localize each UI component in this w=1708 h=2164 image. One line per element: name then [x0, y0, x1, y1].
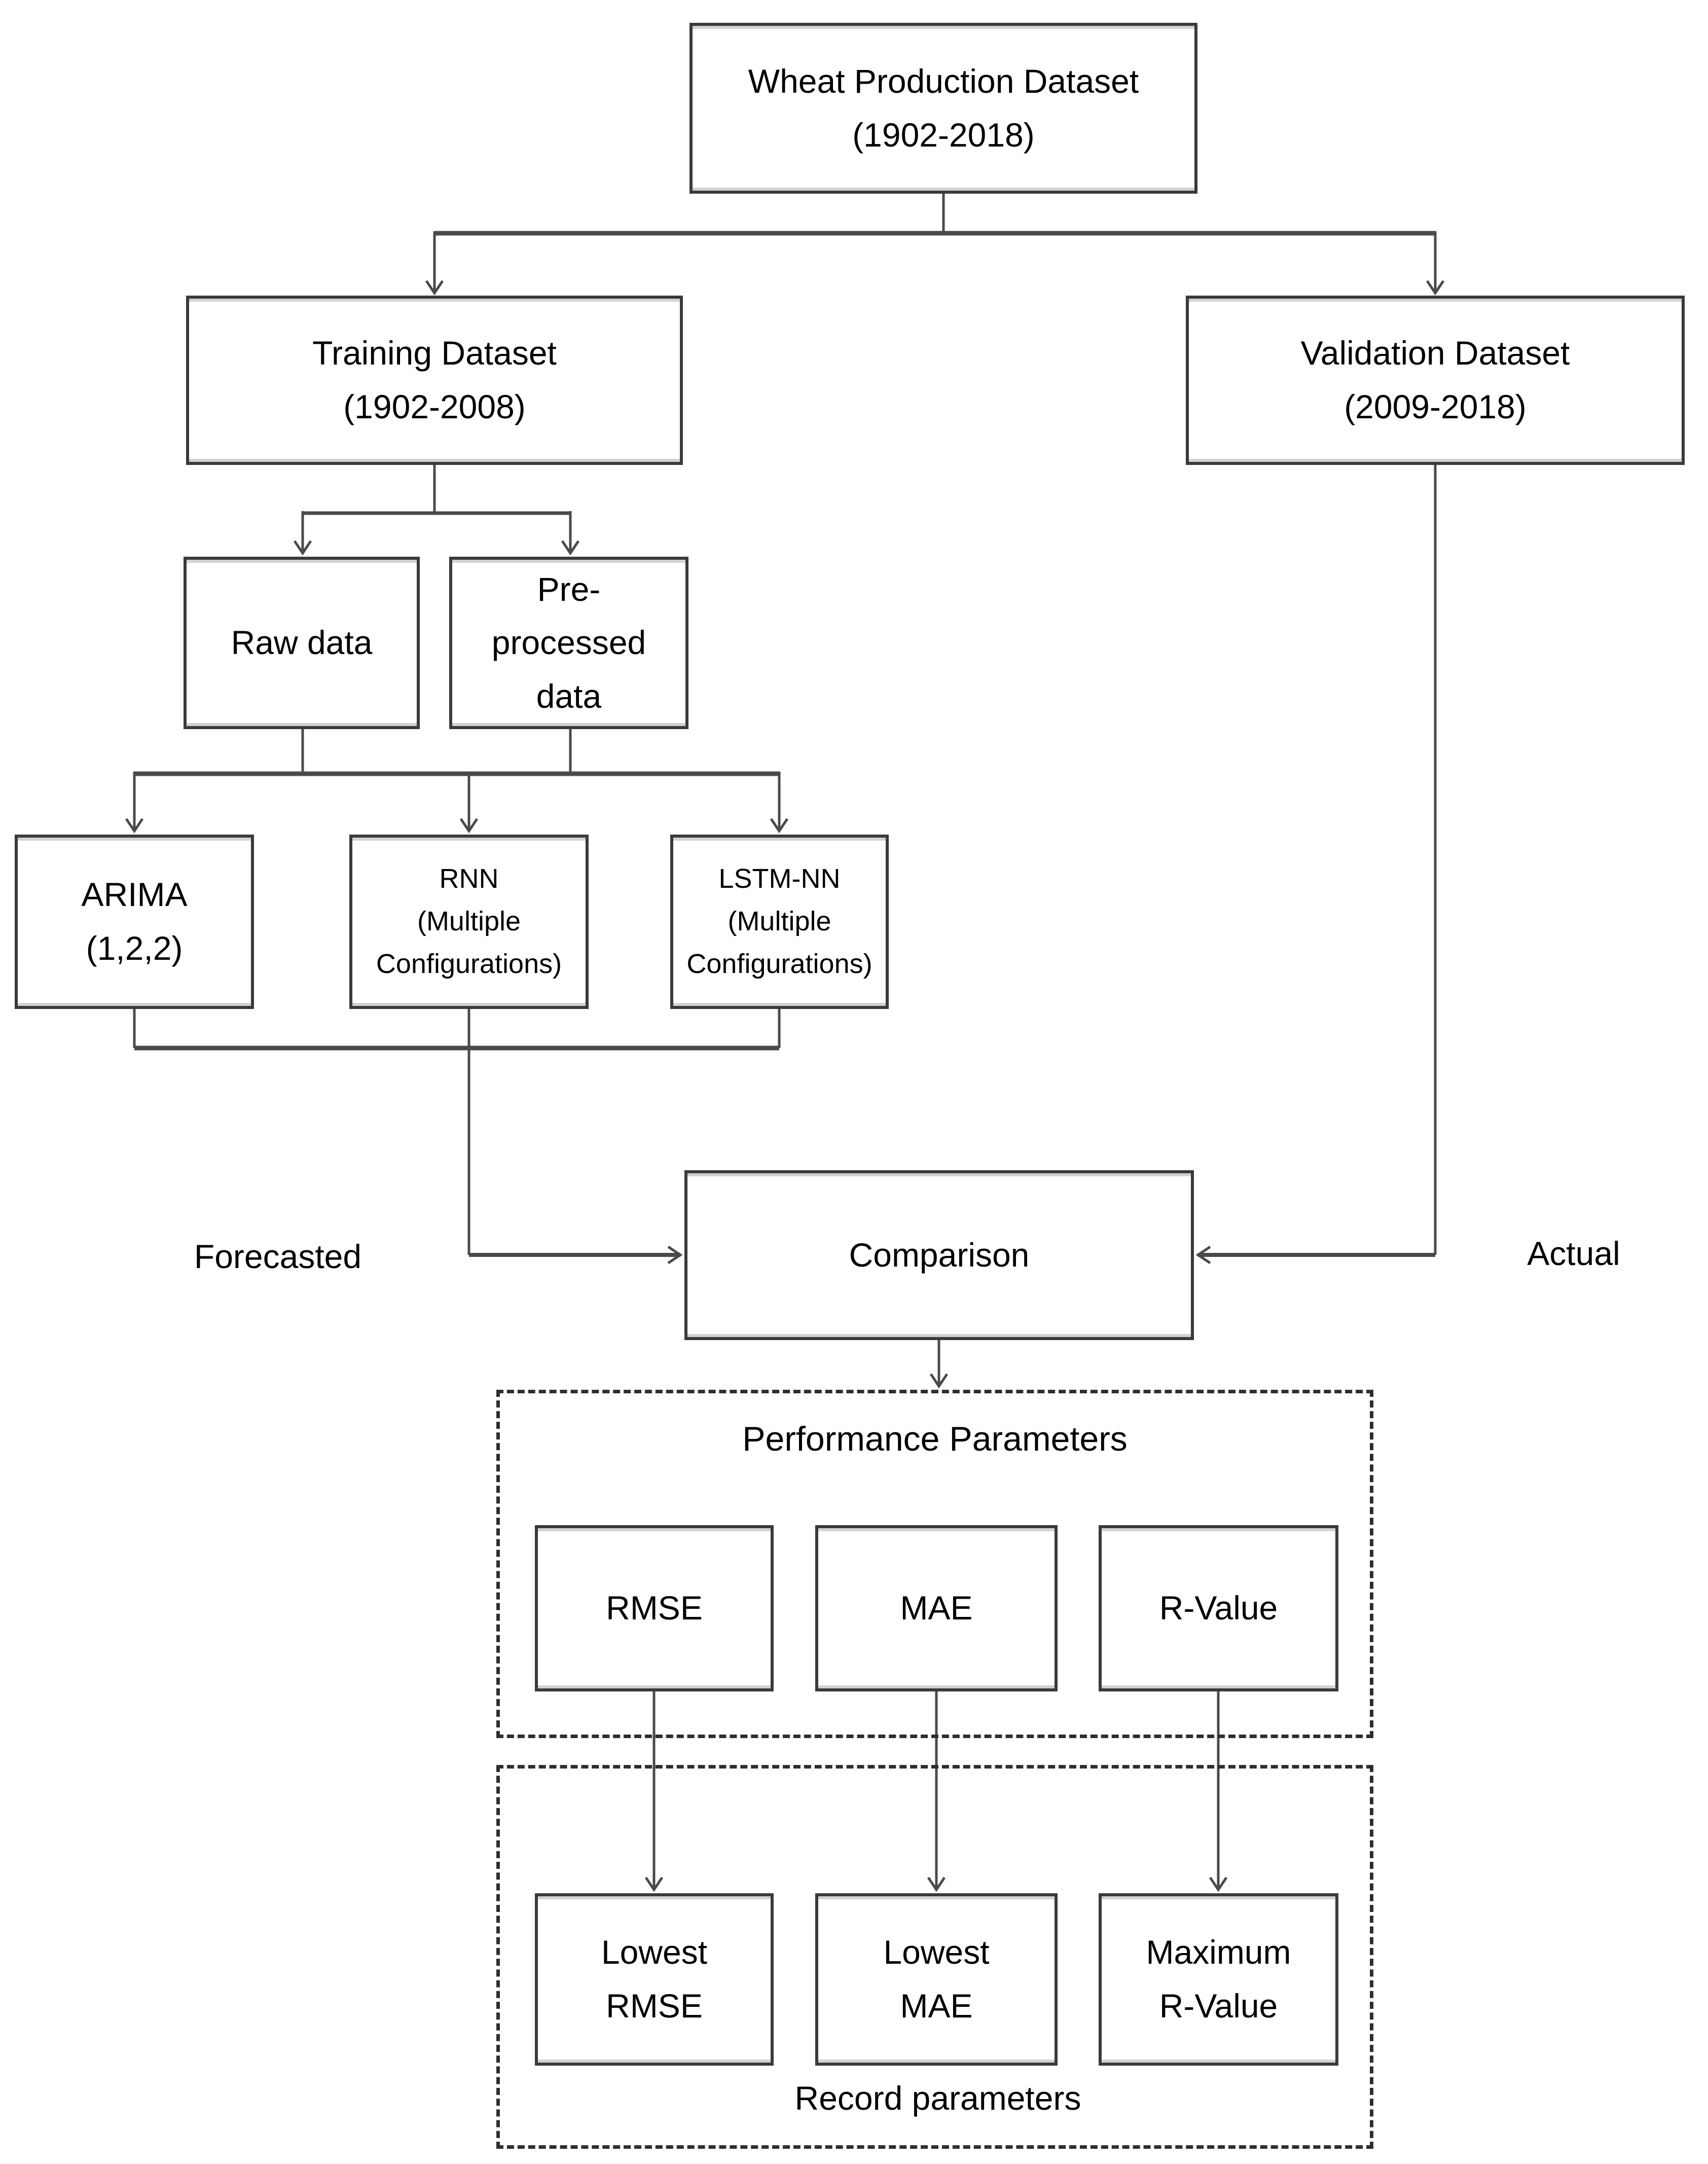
node-lowest-rmse: Lowest RMSE — [535, 1893, 774, 2066]
node-rnn: RNN (Multiple Configurations) — [349, 835, 589, 1009]
node-training-dataset: Training Dataset (1902-2008) — [186, 296, 683, 465]
label-actual: Actual — [1527, 1235, 1620, 1272]
node-comparison: Comparison — [684, 1170, 1194, 1340]
node-arima: ARIMA (1,2,2) — [15, 835, 254, 1009]
node-rmse: RMSE — [535, 1525, 774, 1691]
node-r-value: R-Value — [1099, 1525, 1338, 1691]
node-preprocessed-data: Pre- processed data — [449, 557, 688, 729]
label-performance-parameters: Performance Parameters — [742, 1420, 1128, 1458]
node-maximum-r-value: Maximum R-Value — [1099, 1893, 1338, 2066]
record-parameters-group — [496, 1765, 1373, 2149]
node-lowest-mae: Lowest MAE — [815, 1893, 1058, 2066]
node-lstm-nn: LSTM-NN (Multiple Configurations) — [670, 835, 889, 1009]
node-raw-data: Raw data — [184, 557, 420, 729]
connectors — [125, 194, 1445, 1892]
node-validation-dataset: Validation Dataset (2009-2018) — [1186, 296, 1685, 465]
performance-parameters-group — [496, 1390, 1373, 1738]
label-forecasted: Forecasted — [194, 1238, 362, 1275]
node-mae: MAE — [815, 1525, 1058, 1691]
label-record-parameters: Record parameters — [794, 2079, 1081, 2117]
node-wheat-production-dataset: Wheat Production Dataset (1902-2018) — [689, 23, 1197, 194]
